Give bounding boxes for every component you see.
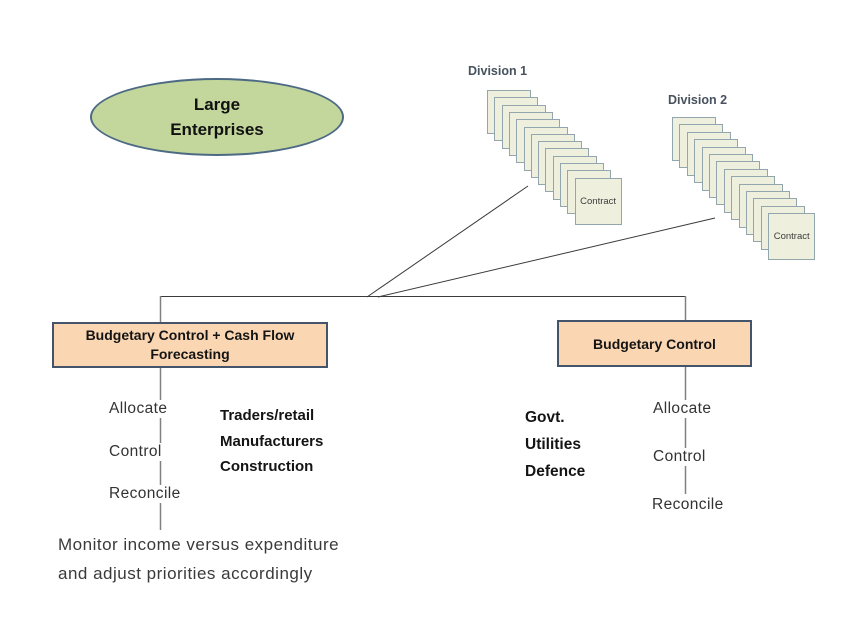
sector-defence: Defence bbox=[525, 463, 586, 480]
left-box-label-line2: Forecasting bbox=[150, 346, 230, 362]
sector-govt: Govt. bbox=[525, 409, 565, 426]
note-line2: and adjust priorities accordingly bbox=[58, 564, 313, 583]
left-box-label-line1: Budgetary Control + Cash Flow bbox=[85, 327, 295, 343]
large-enterprises-ellipse: Large Enterprises bbox=[90, 78, 344, 156]
right-box-label: Budgetary Control bbox=[593, 335, 716, 352]
sector-manufacturers: Manufacturers bbox=[220, 432, 324, 450]
left-step-control: Control bbox=[107, 443, 164, 461]
ellipse-label-line1: Large bbox=[193, 95, 241, 114]
sector-traders-retail: Traders/retail bbox=[220, 407, 315, 424]
division-1-label: Division 1 bbox=[468, 64, 528, 78]
monitor-note: Monitor income versus expenditure and ad… bbox=[58, 530, 339, 588]
left-sectors-list: Traders/retail Manufacturers Constructio… bbox=[220, 403, 323, 480]
right-step-reconcile: Reconcile bbox=[650, 496, 726, 514]
division-1-card-stack: Contract bbox=[487, 90, 627, 230]
budgetary-control-cash-flow-box: Budgetary Control + Cash Flow Forecastin… bbox=[52, 322, 328, 368]
note-line1: Monitor income versus expenditure bbox=[58, 535, 340, 554]
left-step-reconcile: Reconcile bbox=[107, 485, 183, 503]
budgetary-control-box: Budgetary Control bbox=[557, 320, 752, 367]
right-step-allocate: Allocate bbox=[651, 400, 714, 418]
right-sectors-list: Govt. Utilities Defence bbox=[525, 404, 585, 485]
contract-card: Contract bbox=[768, 213, 816, 261]
sector-construction: Construction bbox=[220, 458, 314, 475]
right-step-control: Control bbox=[651, 448, 708, 466]
division-2-label: Division 2 bbox=[668, 93, 728, 107]
contract-card: Contract bbox=[574, 177, 622, 225]
ellipse-label-line2: Enterprises bbox=[170, 120, 264, 139]
division-2-card-stack: Contract bbox=[672, 117, 820, 263]
sector-utilities: Utilities bbox=[525, 436, 581, 453]
left-step-allocate: Allocate bbox=[107, 400, 170, 418]
